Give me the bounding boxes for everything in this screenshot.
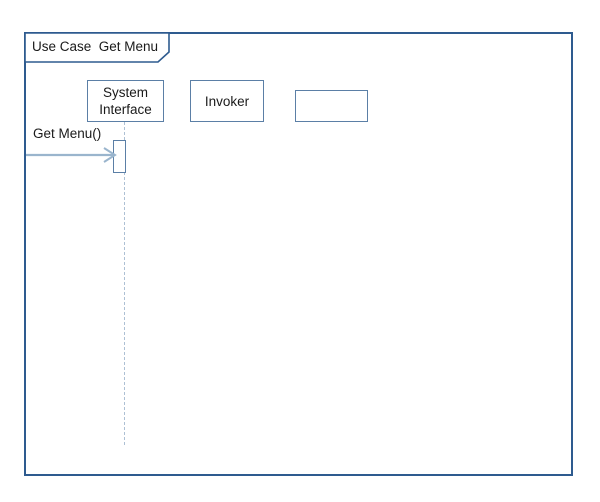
lifeline-dashed-line-system-interface (124, 122, 125, 445)
message-label-get-menu: Get Menu() (33, 126, 102, 141)
frame-operator-tag: Use Case Get Menu (24, 32, 170, 63)
frame-operator-label: Use Case Get Menu (32, 39, 159, 54)
lifeline-label-invoker: Invoker (204, 93, 250, 109)
message-arrow-get-menu[interactable] (26, 142, 121, 168)
lifeline-box-invoker[interactable]: Invoker (190, 80, 264, 122)
frame-tag-shape (24, 32, 170, 63)
message-arrow-shape (26, 147, 117, 163)
lifeline-box-unnamed[interactable] (295, 90, 368, 122)
lifeline-box-system-interface[interactable]: System Interface (87, 80, 164, 122)
lifeline-label-system-interface: System Interface (99, 85, 152, 117)
